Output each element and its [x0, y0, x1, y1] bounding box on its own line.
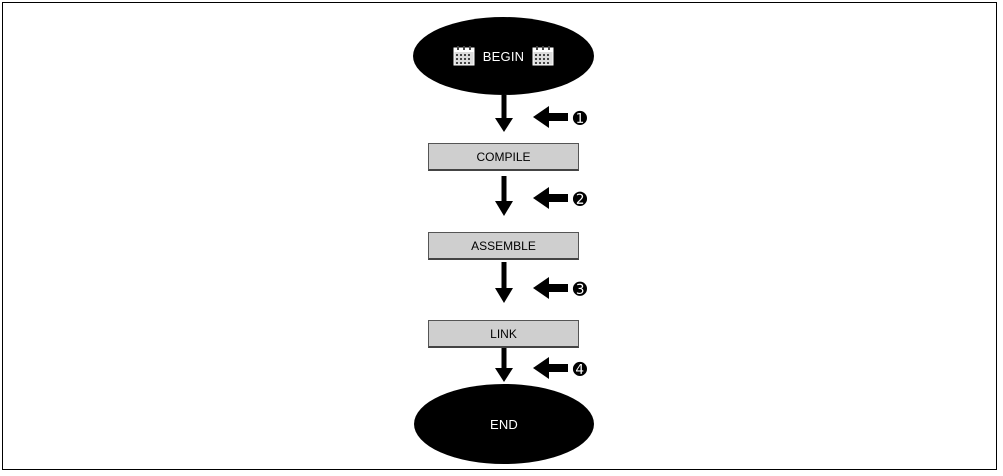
calendar-icon-left	[453, 46, 475, 66]
marker-1: ➊	[573, 109, 588, 129]
link-label: LINK	[490, 326, 517, 341]
marker-arrow-4	[533, 357, 568, 379]
diagram-frame	[2, 2, 997, 470]
marker-arrow-1	[533, 106, 568, 128]
begin-label: BEGIN	[482, 48, 525, 64]
flow-arrow-1	[495, 95, 513, 132]
calendar-icon-right	[532, 46, 554, 66]
flow-arrow-3	[495, 262, 513, 303]
end-label: END	[489, 416, 519, 432]
end-node: END	[414, 384, 594, 464]
marker-2: ➋	[573, 190, 588, 210]
marker-4: ➍	[573, 360, 588, 380]
flow-arrow-2	[495, 176, 513, 216]
marker-3: ➌	[573, 280, 588, 300]
marker-arrow-3	[533, 277, 568, 299]
compile-step: COMPILE	[428, 143, 579, 171]
assemble-step: ASSEMBLE	[428, 232, 579, 260]
compile-label: COMPILE	[476, 149, 531, 164]
assemble-label: ASSEMBLE	[471, 238, 536, 253]
link-step: LINK	[428, 320, 579, 348]
begin-node: BEGIN	[413, 17, 594, 95]
marker-arrow-2	[533, 187, 568, 209]
flow-arrow-4	[495, 348, 513, 382]
